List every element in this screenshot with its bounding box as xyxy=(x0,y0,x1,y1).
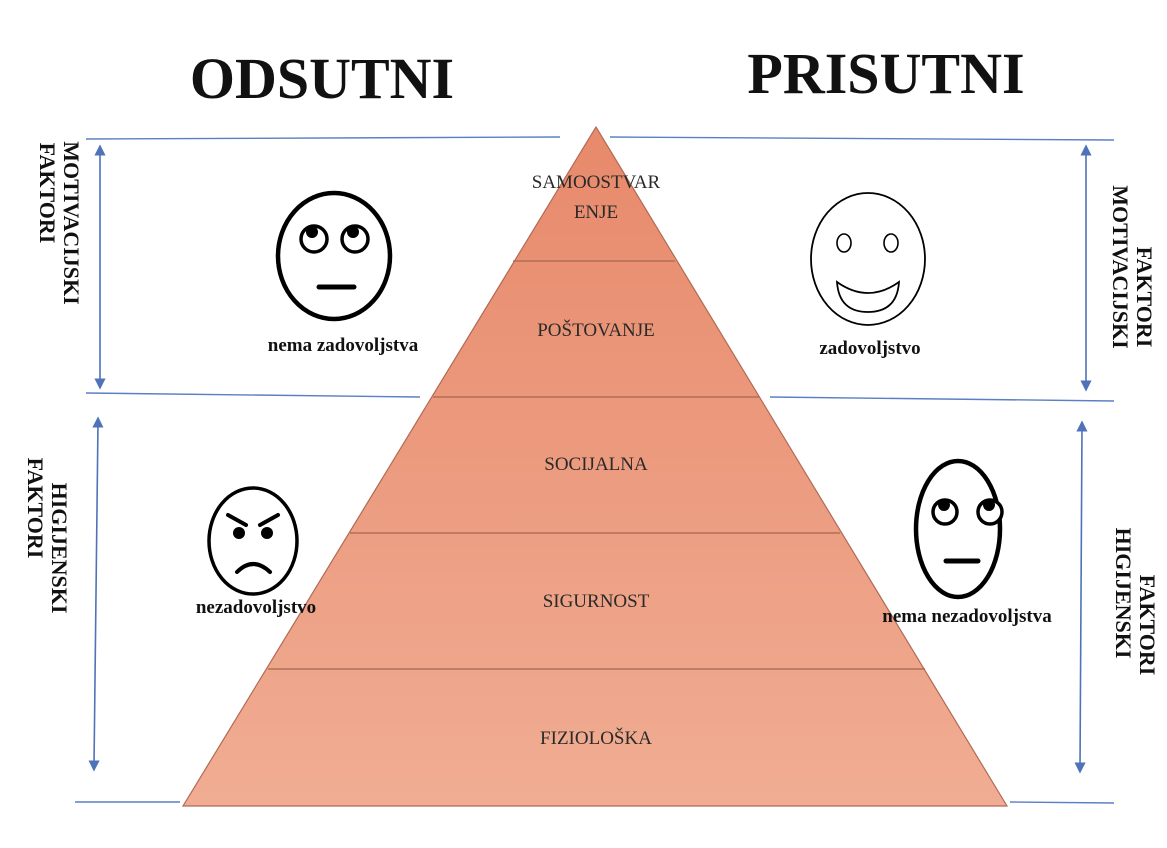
side-label-right-hygiene: HIGIJENSKI FAKTORI xyxy=(1111,528,1160,676)
side-label-right-hygiene-line1: HIGIJENSKI xyxy=(1111,528,1136,659)
side-label-right-motivation-line1: MOTIVACIJSKI xyxy=(1108,185,1133,348)
side-label-right-hygiene-line2: FAKTORI xyxy=(1135,575,1160,676)
caption-zadovoljstvo: zadovoljstvo xyxy=(819,338,920,359)
arrow-right-hygiene xyxy=(1074,420,1088,774)
side-label-left-motivation-line2: FAKTORI xyxy=(35,143,60,244)
side-label-left-hygiene: HIGIJENSKI FAKTORI xyxy=(23,458,72,614)
level-label-postovanje: POŠTOVANJE xyxy=(537,319,655,341)
level-label-samoostvarenje-2: ENJE xyxy=(574,202,618,223)
level-label-samoostvarenje-1: SAMOOSTVAR xyxy=(532,172,661,193)
rule-mid-right xyxy=(769,396,1115,402)
range-arrows xyxy=(88,144,1092,774)
rule-mid-left xyxy=(85,392,421,398)
face-angry-icon xyxy=(207,486,299,596)
rule-top-right xyxy=(609,136,1115,141)
level-label-socijalna: SOCIJALNA xyxy=(544,454,648,475)
side-label-right-motivation-line2: FAKTORI xyxy=(1132,247,1157,348)
side-label-left-motivation: MOTIVACIJSKI FAKTORI xyxy=(35,141,84,304)
caption-nezadovoljstvo: nezadovoljstvo xyxy=(196,597,316,618)
pyramid: SAMOOSTVAR ENJE POŠTOVANJE SOCIJALNA SIG… xyxy=(181,125,1009,807)
header-prisutni: PRISUTNI xyxy=(747,41,1024,106)
rule-bottom-right xyxy=(1009,801,1115,804)
header-odsutni: ODSUTNI xyxy=(190,46,454,111)
face-neutral-icon xyxy=(275,190,393,322)
side-label-right-motivation: MOTIVACIJSKI FAKTORI xyxy=(1108,185,1157,348)
side-label-left-hygiene-line2: FAKTORI xyxy=(23,458,48,559)
caption-nema-nezadovoljstva: nema nezadovoljstva xyxy=(882,606,1052,627)
face-neutral-icon xyxy=(913,458,1004,600)
arrow-left-hygiene xyxy=(88,416,104,772)
side-label-left-hygiene-line1: HIGIJENSKI xyxy=(47,483,72,614)
caption-nema-zadovoljstva: nema zadovoljstva xyxy=(268,335,419,356)
side-label-left-motivation-line1: MOTIVACIJSKI xyxy=(59,141,84,304)
rule-top-left xyxy=(85,136,561,140)
pyramid-body xyxy=(181,125,1009,807)
rule-lines xyxy=(75,136,1115,804)
level-label-fizioloska: FIZIOLOŠKA xyxy=(540,727,652,749)
level-label-sigurnost: SIGURNOST xyxy=(543,591,650,612)
face-happy-icon xyxy=(810,192,926,326)
